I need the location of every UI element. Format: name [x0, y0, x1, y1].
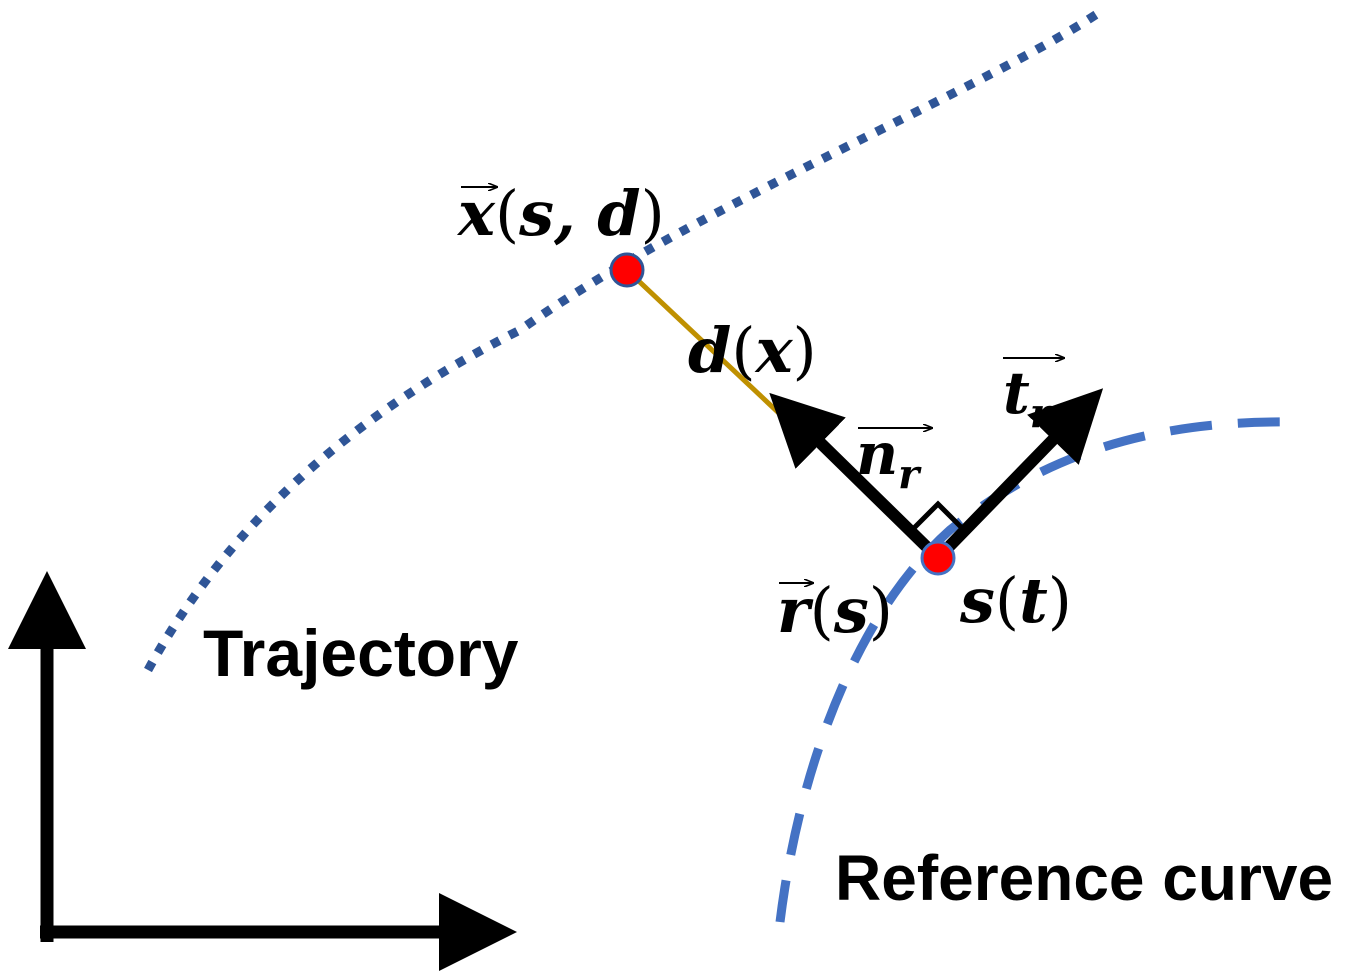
- svg-text:r(s): r(s): [777, 574, 893, 647]
- trajectory-point: [609, 252, 645, 288]
- tangent-vector-label: tr: [1003, 358, 1064, 437]
- svg-text:tr: tr: [1003, 359, 1054, 437]
- lateral-distance-segment: [625, 268, 784, 418]
- trajectory-curve: [144, 8, 1103, 673]
- tangent-vector-arrow: [933, 388, 1104, 563]
- reference-curve-label: Reference curve: [835, 842, 1333, 914]
- right-angle-marker: [909, 500, 967, 533]
- arc-length-label: s(t): [959, 564, 1072, 637]
- svg-text:s(t): s(t): [959, 564, 1072, 637]
- svg-text:d(x): d(x): [688, 314, 817, 387]
- trajectory-point-label: x(s, d): [456, 177, 665, 250]
- svg-text:x(s, d): x(s, d): [456, 177, 665, 250]
- trajectory-label: Trajectory: [203, 616, 519, 690]
- reference-point-label: r(s): [777, 574, 893, 647]
- reference-point: [920, 540, 956, 576]
- reference-curve: [775, 417, 1296, 923]
- distance-label: d(x): [688, 314, 817, 387]
- svg-text:nr: nr: [856, 420, 922, 498]
- normal-vector-label: nr: [856, 420, 932, 498]
- normal-vector-arrow: [769, 392, 943, 563]
